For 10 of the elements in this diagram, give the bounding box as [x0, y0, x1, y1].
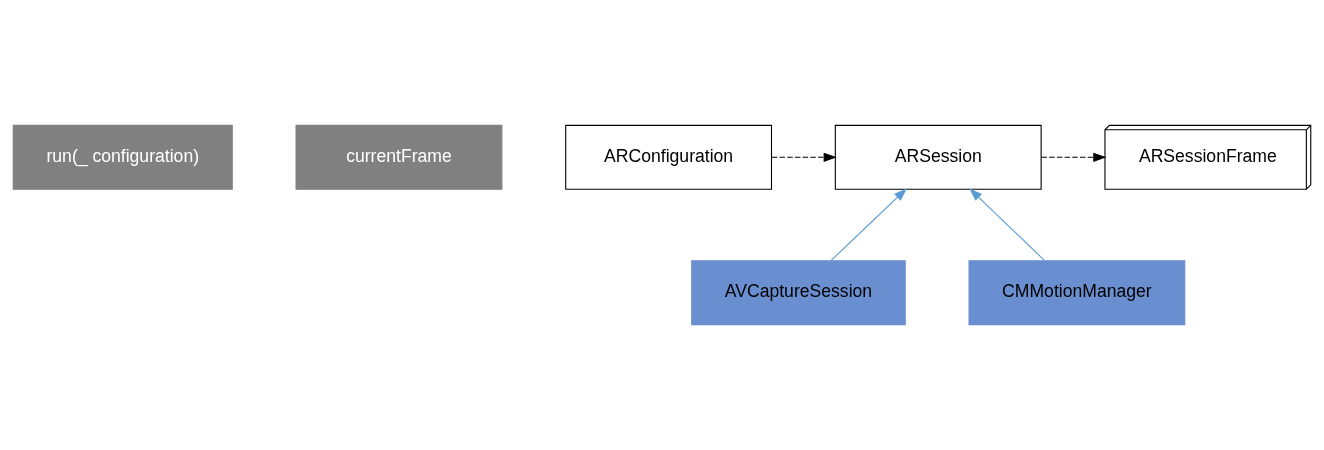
node-box: ARConfiguration — [565, 124, 773, 190]
arrow — [969, 188, 1045, 261]
node-box: ARSession — [834, 124, 1042, 190]
arrow — [830, 188, 907, 261]
node-box: AVCaptureSession — [691, 260, 906, 326]
node-box: run(_ configuration) — [12, 124, 233, 190]
arrow — [1040, 152, 1107, 162]
node-box: CMMotionManager — [968, 260, 1186, 326]
arrow — [771, 152, 837, 162]
node-box: currentFrame — [295, 124, 503, 190]
